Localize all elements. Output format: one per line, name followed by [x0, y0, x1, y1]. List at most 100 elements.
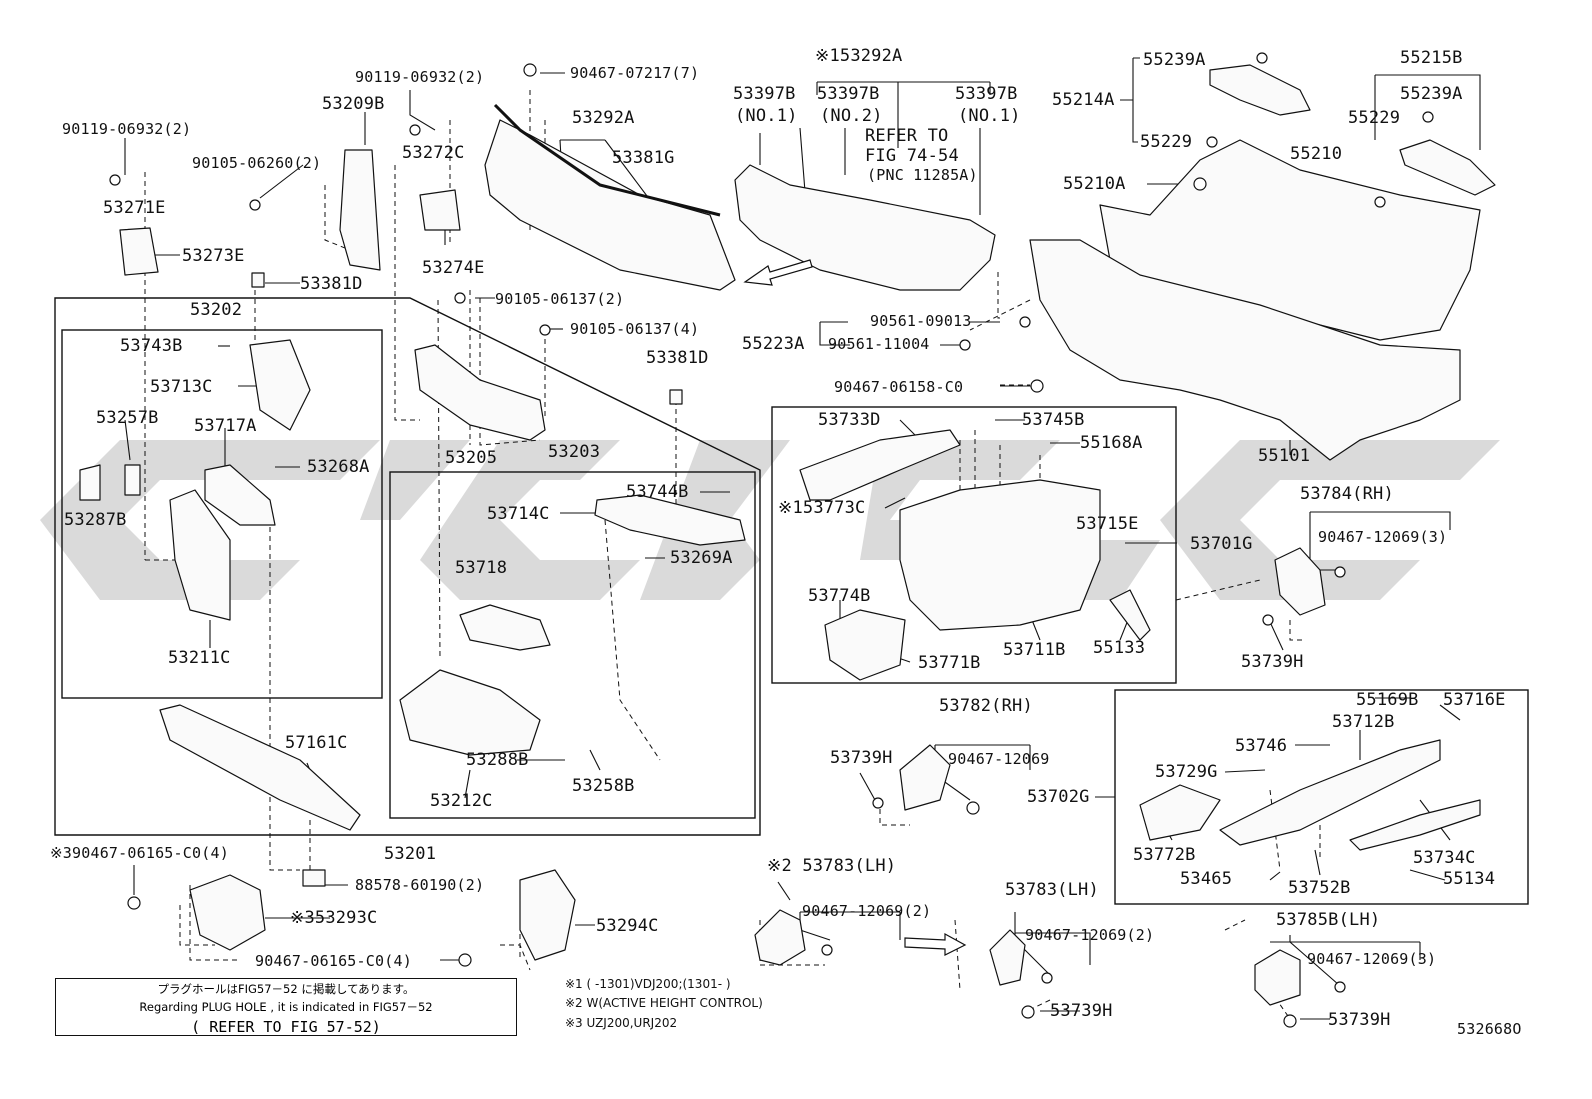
direction-arrows [743, 259, 967, 956]
label-53397B-b-sub: (NO.2) [820, 106, 883, 126]
label-53292A: 53292A [572, 108, 635, 128]
label-53783-lh-a: ※2 53783(LH) [767, 856, 897, 876]
label-53701G: 53701G [1190, 534, 1253, 554]
label-55229-1: 55229 [1140, 132, 1193, 152]
label-90467-12069: 90467-12069 [948, 750, 1050, 768]
label-53774B: 53774B [808, 586, 871, 606]
part-53287B [79, 464, 101, 501]
label-53397B-c-sub: (NO.1) [958, 106, 1021, 126]
label-53752B: 53752B [1288, 878, 1351, 898]
part-53713C [249, 339, 311, 431]
label-53271E: 53271E [103, 198, 166, 218]
label-53397B-b: 53397B [817, 84, 880, 104]
part-53293C [189, 874, 266, 951]
part-53292A-upper [734, 164, 996, 291]
part-53381D-b [669, 389, 683, 405]
part-53381G-seal [493, 103, 721, 217]
label-53711B: 53711B [1003, 640, 1066, 660]
label-90467-12069-2a: 90467-12069(2) [802, 902, 932, 920]
part-53771B [824, 609, 906, 681]
frame-53202 [61, 329, 383, 699]
label-53744B: 53744B [626, 482, 689, 502]
part-88578-60190 [302, 869, 326, 887]
part-55214A [1209, 64, 1311, 116]
part-53209B [339, 149, 381, 271]
label-53381D-a: 53381D [300, 274, 363, 294]
label-53397B-c: 53397B [955, 84, 1018, 104]
plug-hole-note-ref[interactable]: ( REFER TO FIG 57-52) [191, 1018, 381, 1036]
part-53734C-55134 [1349, 799, 1481, 851]
label-153773C: ※153773C [778, 498, 866, 518]
label-53739H-b: 53739H [830, 748, 893, 768]
label-55133: 55133 [1093, 638, 1146, 658]
part-53744-53714 [594, 494, 746, 546]
part-55101-dash-panel [1029, 239, 1461, 461]
label-55239A-2: 55239A [1400, 84, 1463, 104]
label-53717A: 53717A [194, 416, 257, 436]
label-53212C: 53212C [430, 791, 493, 811]
part-53257B [124, 464, 141, 496]
label-53202: 53202 [190, 300, 243, 320]
label-fig-74-54: FIG 74-54 [865, 146, 959, 166]
label-53268A: 53268A [307, 457, 370, 477]
label-90119-06932-a: 90119-06932(2) [355, 68, 485, 86]
frame-53201 [54, 297, 761, 836]
label-53746: 53746 [1235, 736, 1288, 756]
label-53269A: 53269A [670, 548, 733, 568]
label-53258B: 53258B [572, 776, 635, 796]
label-53272C: 53272C [402, 143, 465, 163]
label-53288B: 53288B [466, 750, 529, 770]
label-90467-07217: 90467-07217(7) [570, 64, 700, 82]
footnote-2: ※2 W(ACTIVE HEIGHT CONTROL) [565, 996, 763, 1010]
part-53294C [519, 869, 576, 961]
part-53211C [169, 489, 231, 621]
label-55223A: 55223A [742, 334, 805, 354]
label-53743B: 53743B [120, 336, 183, 356]
part-53272C [419, 189, 461, 231]
plug-hole-note: プラグホールはFIG57－52 に掲載してあります。 Regarding PLU… [55, 978, 517, 1036]
label-53784-rh: 53784(RH) [1300, 484, 1394, 504]
part-53381D-a [251, 272, 265, 288]
label-55214A: 55214A [1052, 90, 1115, 110]
label-90119-06932-b: 90119-06932(2) [62, 120, 192, 138]
label-53729G: 53729G [1155, 762, 1218, 782]
label-53714C: 53714C [487, 504, 550, 524]
label-90467-12069-3b: 90467-12069(3) [1307, 950, 1437, 968]
label-55229-2: 55229 [1348, 108, 1401, 128]
label-88578-60190: 88578-60190(2) [355, 876, 485, 894]
part-53772B [1139, 784, 1221, 841]
label-53739H-c: 53739H [1050, 1001, 1113, 1021]
label-90561-11004: 90561-11004 [828, 335, 930, 353]
part-53782-rh [899, 744, 951, 811]
label-55134: 55134 [1443, 869, 1496, 889]
label-90467-06165-a: ※390467-06165-C0(4) [50, 844, 229, 862]
label-53715E: 53715E [1076, 514, 1139, 534]
label-53713C: 53713C [150, 377, 213, 397]
label-53287B: 53287B [64, 510, 127, 530]
footnote-3: ※3 UZJ200,URJ202 [565, 1016, 678, 1030]
label-90105-06137-2: 90105-06137(2) [495, 290, 625, 308]
part-55133 [1109, 589, 1151, 641]
label-53257B: 53257B [96, 408, 159, 428]
plug-hole-note-en: Regarding PLUG HOLE , it is indicated in… [139, 1000, 433, 1014]
label-55239A-1: 55239A [1143, 50, 1206, 70]
label-53381D-b: 53381D [646, 348, 709, 368]
label-55101: 55101 [1258, 446, 1311, 466]
frame-53701G [771, 406, 1177, 684]
label-53772B: 53772B [1133, 845, 1196, 865]
label-53294C: 53294C [596, 916, 659, 936]
label-53205: 53205 [445, 448, 498, 468]
label-53465: 53465 [1180, 869, 1233, 889]
part-53785B-lh [1254, 949, 1301, 1006]
part-53783-lh-a [754, 909, 806, 966]
part-53717A [204, 464, 276, 526]
label-55215B: 55215B [1400, 48, 1463, 68]
label-53785B-lh: 53785B(LH) [1276, 910, 1381, 930]
label-55169B: 55169B [1356, 690, 1419, 710]
label-53739H-d: 53739H [1328, 1010, 1391, 1030]
label-53201: 53201 [384, 844, 437, 864]
label-90467-06158: 90467-06158-C0 [834, 378, 964, 396]
label-53397B-a: 53397B [733, 84, 796, 104]
figure-id: 532668O [1457, 1020, 1522, 1038]
